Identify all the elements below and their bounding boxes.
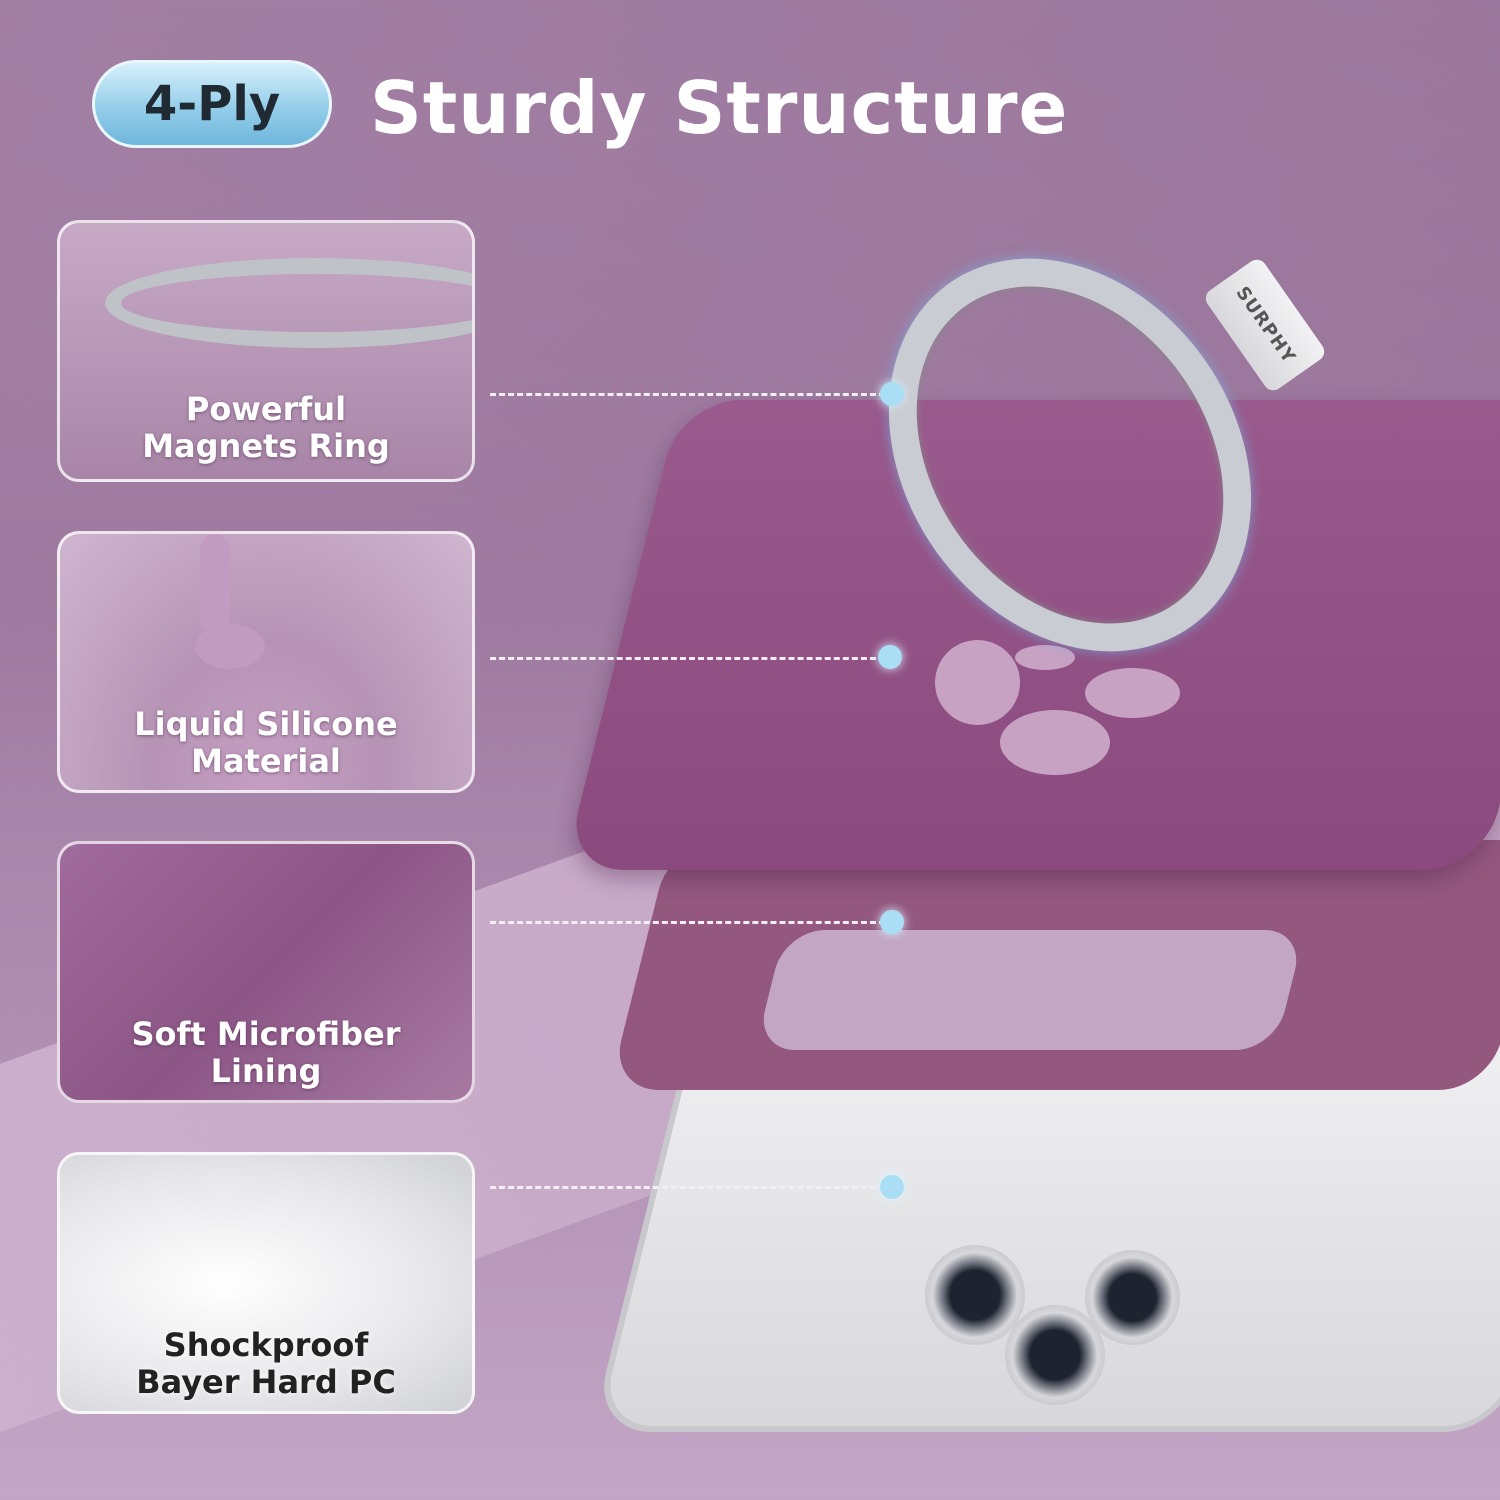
connector-dot: [880, 1175, 904, 1199]
page-title: Sturdy Structure: [370, 66, 1069, 150]
case-camera-hole: [1015, 645, 1075, 670]
connector-dot: [878, 645, 902, 669]
connector-dot: [880, 910, 904, 934]
lining-cutout: [755, 930, 1305, 1050]
case-camera-hole: [1085, 668, 1180, 718]
magnet-ring-image: [105, 258, 472, 348]
card-label: Soft Microfiber: [131, 1015, 401, 1053]
connector-line: [490, 393, 885, 396]
connector-dot: [880, 382, 904, 406]
case-camera-hole: [1000, 710, 1110, 775]
card-label: Lining: [210, 1052, 322, 1090]
card-label: Shockproof: [163, 1326, 369, 1364]
connector-line: [490, 1186, 885, 1189]
case-camera-hole: [935, 640, 1020, 725]
camera-lens: [925, 1245, 1025, 1345]
card-label: Material: [191, 742, 341, 780]
silicone-drip-image: [200, 534, 230, 634]
connector-line: [490, 657, 885, 660]
badge-text: 4-Ply: [143, 76, 281, 132]
ply-badge: 4-Ply: [92, 60, 332, 148]
card-label: Powerful: [185, 390, 347, 428]
card-label: Magnets Ring: [142, 427, 390, 465]
camera-lens: [1005, 1305, 1105, 1405]
silicone-blob-image: [195, 624, 265, 669]
connector-line: [490, 921, 885, 924]
card-label: Bayer Hard PC: [136, 1363, 396, 1401]
camera-lens: [1085, 1250, 1180, 1345]
card-label: Liquid Silicone: [134, 705, 398, 743]
